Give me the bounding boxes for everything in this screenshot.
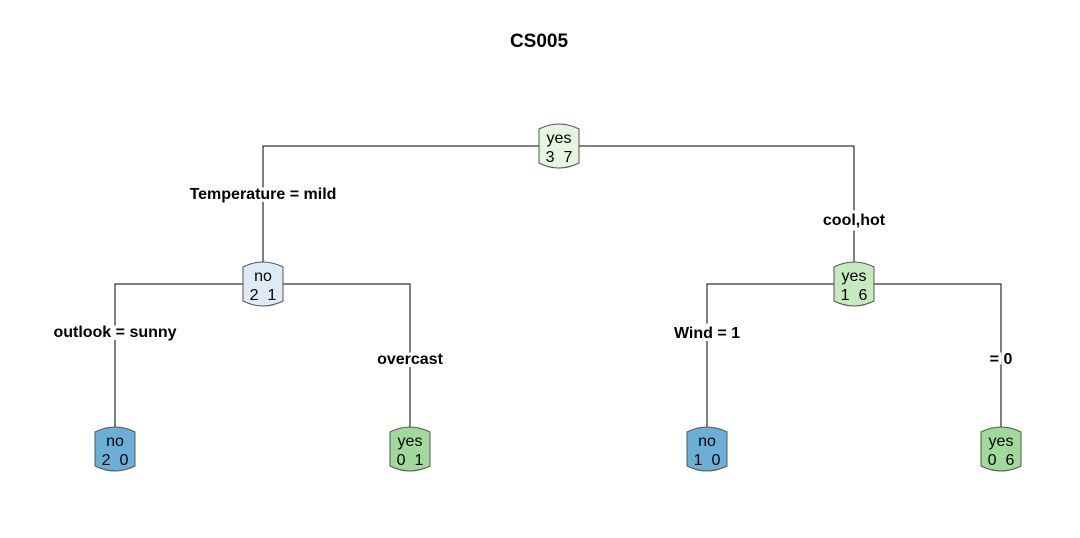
node-class-leaf-rr: yes bbox=[989, 433, 1014, 450]
tree-node-leaf-rl: no 1 0 bbox=[686, 426, 728, 472]
node-box-left bbox=[242, 261, 284, 307]
edge-label-leaf-lr: overcast bbox=[377, 351, 443, 368]
node-box-root bbox=[538, 123, 580, 169]
plot-title: CS005 bbox=[510, 31, 569, 52]
edge-root-to-left bbox=[262, 145, 559, 262]
tree-node-leaf-ll: no 2 0 bbox=[94, 426, 136, 472]
node-counts-leaf-rr: 0 6 bbox=[988, 452, 1015, 469]
tree-node-leaf-lr: yes 0 1 bbox=[389, 426, 431, 472]
edge-label-leaf-ll: outlook = sunny bbox=[53, 324, 176, 341]
node-counts-root: 3 7 bbox=[546, 149, 573, 166]
node-class-root: yes bbox=[547, 130, 572, 147]
node-box-right bbox=[833, 261, 875, 307]
node-class-leaf-lr: yes bbox=[398, 433, 423, 450]
edge-root-to-right bbox=[559, 145, 855, 262]
node-counts-left: 2 1 bbox=[250, 287, 277, 304]
node-counts-leaf-ll: 2 0 bbox=[102, 452, 129, 469]
node-box-leaf-lr bbox=[389, 426, 431, 472]
edge-right-to-leaf-rr bbox=[854, 283, 1002, 427]
node-class-right: yes bbox=[842, 268, 867, 285]
tree-node-leaf-rr: yes 0 6 bbox=[980, 426, 1022, 472]
edge-label-leaf-rr: = 0 bbox=[990, 351, 1013, 368]
node-class-leaf-ll: no bbox=[106, 433, 124, 450]
node-counts-leaf-rl: 1 0 bbox=[694, 452, 721, 469]
node-counts-right: 1 6 bbox=[841, 287, 868, 304]
edges-layer: Temperature = mild cool,hot outlook = sunn… bbox=[50, 145, 1015, 427]
node-box-leaf-rl bbox=[686, 426, 728, 472]
edge-label-left: Temperature = mild bbox=[190, 186, 337, 203]
node-class-leaf-rl: no bbox=[698, 433, 716, 450]
node-box-leaf-rr bbox=[980, 426, 1022, 472]
node-box-leaf-ll bbox=[94, 426, 136, 472]
tree-node-right: yes 1 6 bbox=[833, 261, 875, 307]
edge-label-leaf-rl: Wind = 1 bbox=[674, 325, 740, 342]
node-counts-leaf-lr: 0 1 bbox=[397, 452, 424, 469]
edge-left-to-leaf-lr bbox=[263, 283, 411, 427]
edge-left-to-leaf-ll bbox=[114, 283, 263, 427]
node-class-left: no bbox=[254, 268, 272, 285]
tree-node-root: yes 3 7 bbox=[538, 123, 580, 169]
edge-right-to-leaf-rl bbox=[706, 283, 854, 427]
tree-node-left: no 2 1 bbox=[242, 261, 284, 307]
edge-label-right: cool,hot bbox=[823, 212, 886, 229]
nodes-layer: yes 3 7 no 2 1 yes 1 6 no 2 0 yes 0 1 no 1 0 yes 0 6 bbox=[94, 123, 1022, 472]
